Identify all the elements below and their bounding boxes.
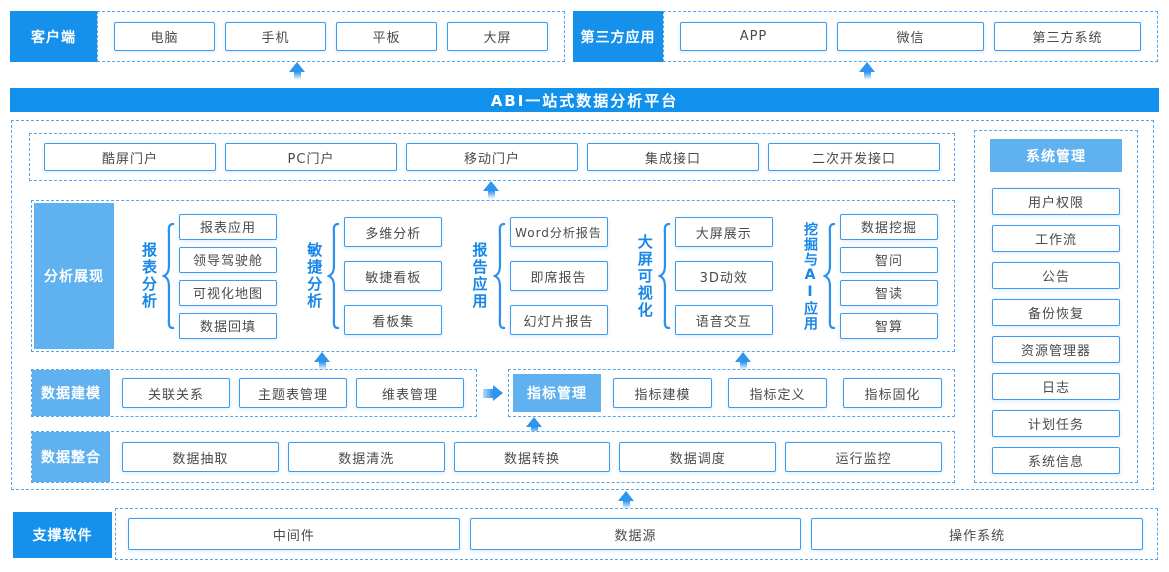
client-section: 客户端 电脑 手机 平板 大屏 xyxy=(10,11,565,62)
analysis-item-box: 数据挖掘 xyxy=(840,213,938,240)
analysis-item-box: 报表应用 xyxy=(179,213,277,240)
third-party-box: APP xyxy=(680,22,827,51)
analysis-item-box: 可视化地图 xyxy=(179,279,277,306)
up-arrow-icon xyxy=(313,352,331,370)
up-arrow-icon xyxy=(617,491,635,509)
integration-item-box: 数据抽取 xyxy=(122,442,279,472)
analysis-section: 分析展现 报表分析 报表应用 领导驾驶舱 可视化地图 数据回填 敏捷分析 多维分… xyxy=(31,200,955,352)
support-item-box: 数据源 xyxy=(469,518,802,550)
indicator-item-box: 指标定义 xyxy=(728,378,827,408)
third-party-box: 微信 xyxy=(837,22,984,51)
indicator-label: 指标管理 xyxy=(513,374,601,412)
analysis-item-box: 敏捷看板 xyxy=(344,261,443,291)
brace-icon xyxy=(162,222,175,330)
client-device-box: 电脑 xyxy=(114,22,215,51)
system-header: 系统管理 xyxy=(990,139,1122,172)
system-item-box: 工作流 xyxy=(992,225,1120,252)
analysis-group-label: 大屏可视化 xyxy=(635,233,654,319)
analysis-item-box: 大屏展示 xyxy=(674,217,773,247)
third-party-label: 第三方应用 xyxy=(573,11,663,62)
analysis-item-box: 幻灯片报告 xyxy=(509,305,608,335)
system-item-box: 日志 xyxy=(992,373,1120,400)
analysis-item-box: 领导驾驶舱 xyxy=(179,246,277,273)
brace-icon xyxy=(823,222,836,330)
client-label: 客户端 xyxy=(10,11,97,62)
integration-section: 数据整合 数据抽取 数据清洗 数据转换 数据调度 运行监控 xyxy=(31,431,955,483)
portal-box: 酷屏门户 xyxy=(44,143,216,171)
analysis-group: 报告应用 Word分析报告 即席报告 幻灯片报告 xyxy=(471,217,608,335)
analysis-item-box: 语音交互 xyxy=(674,305,773,335)
modeling-section: 数据建模 关联关系 主题表管理 维表管理 xyxy=(31,369,477,417)
integration-item-box: 数据调度 xyxy=(619,442,777,472)
support-item-box: 操作系统 xyxy=(811,518,1144,550)
third-party-apps-container: APP 微信 第三方系统 xyxy=(663,11,1158,62)
right-arrow-icon xyxy=(483,385,503,401)
support-item-box: 中间件 xyxy=(128,518,460,550)
up-arrow-icon xyxy=(482,181,500,199)
modeling-item-box: 主题表管理 xyxy=(239,378,347,408)
analysis-group: 大屏可视化 大屏展示 3D动效 语音交互 xyxy=(636,217,773,335)
up-arrow-icon xyxy=(734,352,752,370)
integration-item-box: 运行监控 xyxy=(785,442,942,472)
third-party-section: 第三方应用 APP 微信 第三方系统 xyxy=(573,11,1158,62)
analysis-item-box: 看板集 xyxy=(344,305,443,335)
system-item-box: 备份恢复 xyxy=(992,299,1120,326)
client-device-box: 平板 xyxy=(336,22,437,51)
system-section: 系统管理 用户权限 工作流 公告 备份恢复 资源管理器 日志 计划任务 系统信息 xyxy=(974,130,1138,483)
brace-icon xyxy=(492,222,505,330)
analysis-item-box: 多维分析 xyxy=(344,217,443,247)
indicator-item-box: 指标固化 xyxy=(843,378,942,408)
system-item-box: 计划任务 xyxy=(992,410,1120,437)
system-item-box: 用户权限 xyxy=(992,188,1120,215)
support-label: 支撑软件 xyxy=(13,512,112,558)
analysis-group: 敏捷分析 多维分析 敏捷看板 看板集 xyxy=(305,217,443,335)
analysis-group: 报表分析 报表应用 领导驾驶舱 可视化地图 数据回填 xyxy=(140,213,277,339)
analysis-section-label: 分析展现 xyxy=(34,203,114,349)
analysis-group-label: 挖掘与AI应用 xyxy=(802,221,818,331)
analysis-item-box: 智算 xyxy=(840,312,938,339)
third-party-box: 第三方系统 xyxy=(994,22,1141,51)
client-devices-container: 电脑 手机 平板 大屏 xyxy=(97,11,565,62)
portal-box: PC门户 xyxy=(225,143,397,171)
modeling-item-box: 关联关系 xyxy=(122,378,230,408)
integration-label: 数据整合 xyxy=(32,432,110,482)
analysis-item-box: 即席报告 xyxy=(509,261,608,291)
portal-row: 酷屏门户 PC门户 移动门户 集成接口 二次开发接口 xyxy=(29,133,955,181)
portal-box: 集成接口 xyxy=(587,143,759,171)
analysis-item-box: Word分析报告 xyxy=(509,217,608,247)
brace-icon xyxy=(327,222,340,330)
analysis-item-box: 数据回填 xyxy=(179,312,277,339)
analysis-group-label: 报告应用 xyxy=(470,242,489,310)
analysis-group-label: 敏捷分析 xyxy=(305,242,324,310)
indicator-item-box: 指标建模 xyxy=(613,378,712,408)
client-device-box: 大屏 xyxy=(447,22,548,51)
analysis-group: 挖掘与AI应用 数据挖掘 智问 智读 智算 xyxy=(801,213,938,339)
portal-box: 二次开发接口 xyxy=(768,143,940,171)
system-item-box: 公告 xyxy=(992,262,1120,289)
analysis-group-label: 报表分析 xyxy=(140,242,158,310)
modeling-item-box: 维表管理 xyxy=(356,378,464,408)
platform-banner: ABI一站式数据分析平台 xyxy=(10,88,1159,112)
system-item-box: 资源管理器 xyxy=(992,336,1120,363)
integration-item-box: 数据转换 xyxy=(453,442,611,472)
support-row: 中间件 数据源 操作系统 xyxy=(115,508,1158,560)
analysis-item-box: 3D动效 xyxy=(674,261,773,291)
analysis-groups: 报表分析 报表应用 领导驾驶舱 可视化地图 数据回填 敏捷分析 多维分析 敏捷看… xyxy=(116,203,952,349)
modeling-label: 数据建模 xyxy=(32,370,110,416)
analysis-item-box: 智读 xyxy=(840,279,938,306)
client-device-box: 手机 xyxy=(225,22,326,51)
up-arrow-icon xyxy=(858,62,876,80)
analysis-item-box: 智问 xyxy=(840,246,938,273)
system-item-box: 系统信息 xyxy=(992,447,1120,474)
portal-box: 移动门户 xyxy=(406,143,578,171)
brace-icon xyxy=(657,222,671,330)
integration-item-box: 数据清洗 xyxy=(287,442,445,472)
up-arrow-icon xyxy=(288,62,306,80)
indicator-section: 指标管理 指标建模 指标定义 指标固化 xyxy=(508,369,955,417)
